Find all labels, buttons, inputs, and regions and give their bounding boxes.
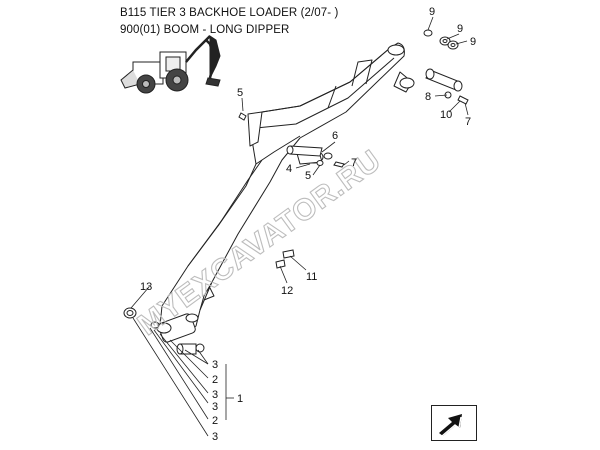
callout-3-third: 3 — [212, 401, 218, 413]
callout-labels: 9 9 9 8 10 7 5 6 4 5 7 11 12 13 3 2 3 1 … — [140, 6, 476, 443]
callout-5-middle: 5 — [305, 170, 311, 182]
callout-7-middle: 7 — [351, 157, 357, 169]
callout-3-fourth: 3 — [212, 431, 218, 443]
callout-5-top: 5 — [237, 87, 243, 99]
callout-2-second: 2 — [212, 415, 218, 427]
callout-9-middle: 9 — [457, 23, 463, 35]
boom-assembly — [156, 42, 415, 343]
arrow-next-icon — [439, 414, 462, 437]
backhoe-loader-thumbnail — [120, 35, 221, 94]
callout-12: 12 — [281, 285, 293, 297]
callout-3-second: 3 — [212, 389, 218, 401]
callout-7-right: 7 — [465, 116, 471, 128]
callout-2-first: 2 — [212, 374, 218, 386]
callout-6: 6 — [332, 130, 338, 142]
callout-9-top: 9 — [429, 6, 435, 18]
callout-10: 10 — [440, 109, 452, 121]
callout-3-first: 3 — [212, 359, 218, 371]
callout-1: 1 — [237, 393, 243, 405]
callout-9-right: 9 — [470, 36, 476, 48]
callout-11: 11 — [306, 271, 317, 283]
callout-4: 4 — [286, 163, 292, 175]
hardware-parts — [123, 29, 469, 355]
callout-13: 13 — [140, 281, 152, 293]
document-title: B115 TIER 3 BACKHOE LOADER (2/07- ) — [120, 7, 339, 19]
next-page-button[interactable] — [431, 405, 477, 441]
section-title: 900(01) BOOM - LONG DIPPER — [120, 24, 290, 36]
callout-8: 8 — [425, 91, 431, 103]
leader-lines — [130, 16, 469, 437]
